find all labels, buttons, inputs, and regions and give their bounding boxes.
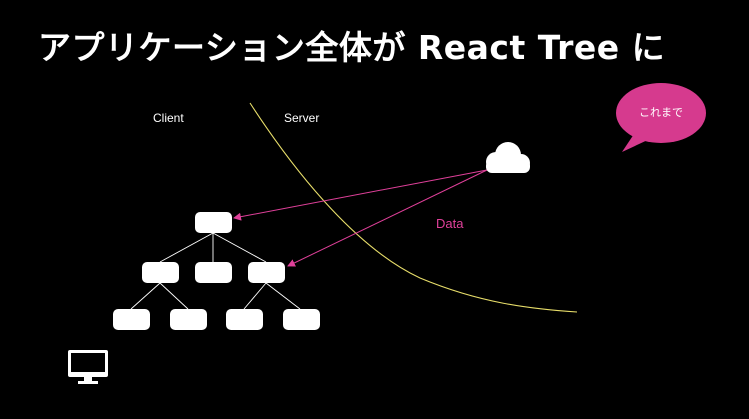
tree-node-leaf-3 <box>226 309 263 330</box>
tree-node-leaf-1 <box>113 309 150 330</box>
tree-node-leaf-2 <box>170 309 207 330</box>
speech-bubble-text: これまで <box>639 106 683 119</box>
data-arrow-to-root <box>233 169 488 221</box>
client-server-boundary <box>249 102 578 313</box>
tree-node-root <box>195 212 232 233</box>
monitor-icon <box>68 350 108 384</box>
tree-edges <box>130 232 301 310</box>
slide-title: アプリケーション全体が React Tree に <box>38 28 666 67</box>
speech-bubble <box>616 83 706 152</box>
data-arrows <box>233 169 488 267</box>
tree-node-level1-right <box>248 262 285 283</box>
data-label: Data <box>436 216 464 231</box>
tree-node-level1-left <box>142 262 179 283</box>
cloud-icon <box>486 142 530 173</box>
client-label: Client <box>153 111 184 125</box>
tree-node-level1-middle <box>195 262 232 283</box>
tree-node-leaf-4 <box>283 309 320 330</box>
react-tree <box>113 212 320 330</box>
server-label: Server <box>284 111 320 125</box>
data-arrow-to-level1-right <box>287 169 488 267</box>
